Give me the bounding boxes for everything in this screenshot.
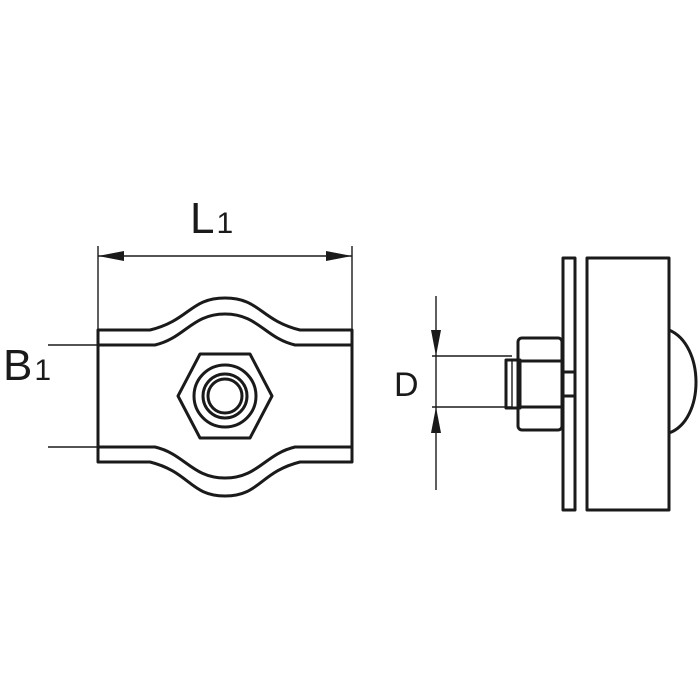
bolt-outer-circle	[201, 372, 249, 420]
width-label: B1	[3, 341, 51, 390]
nut-washer-circle	[192, 363, 258, 429]
length-dimension: L1	[97, 194, 353, 330]
bolt-head-dome	[667, 328, 698, 435]
arrow-down	[431, 330, 441, 356]
arrow-up	[431, 407, 441, 433]
front-view	[96, 296, 354, 498]
clamp-plate	[561, 256, 577, 512]
arrow-right	[326, 251, 352, 261]
clamp-upper-inner-edge	[96, 312, 354, 347]
diameter-dimension: D	[394, 296, 512, 490]
bolt-end	[504, 358, 522, 410]
length-label: L1	[190, 194, 233, 243]
nut-side	[516, 336, 564, 432]
arrow-left	[98, 251, 124, 261]
diameter-label: D	[394, 366, 419, 404]
side-view: D	[394, 256, 698, 512]
width-dimension: B1	[3, 341, 98, 448]
bolt-inner-circle	[206, 377, 244, 415]
hex-nut	[176, 352, 274, 440]
saddle-body	[585, 256, 671, 512]
clamp-lower-inner-edge	[96, 445, 354, 480]
clamp-saddle-outline	[96, 296, 354, 498]
